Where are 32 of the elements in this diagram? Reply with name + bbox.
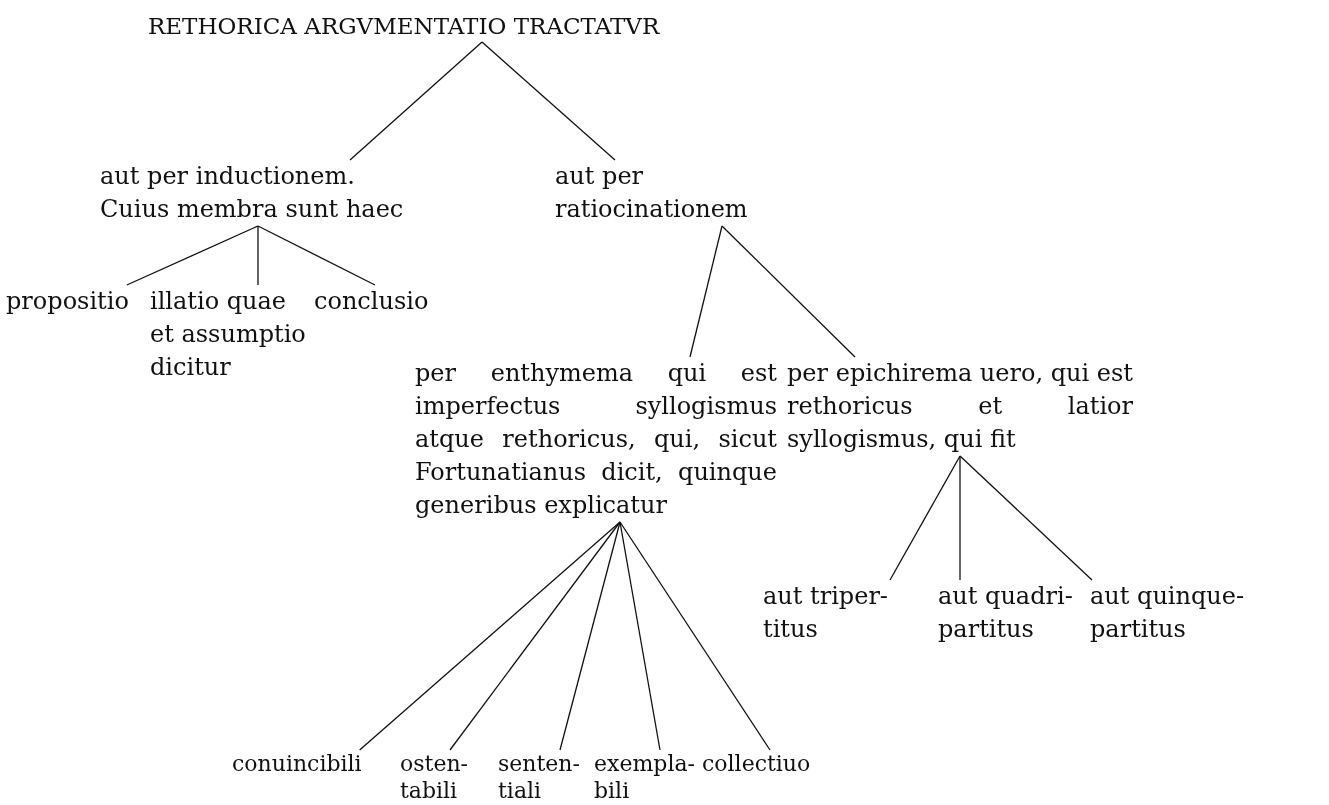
connector-line [959, 455, 1093, 581]
node-text: exempla- bili [594, 750, 694, 804]
connector-line [959, 455, 961, 581]
node-text: aut per inductionem. [100, 161, 356, 192]
node-text: senten- tiali [498, 750, 581, 804]
node-text: aut per ratiocinationem [555, 161, 749, 225]
node-text: illatio quae et assumptio dicitur [150, 286, 307, 383]
connector-line [449, 521, 621, 751]
connector-line [126, 225, 259, 286]
node-text: per epichirema uero, qui est rethoricus et latior syllogismus, qui fit [787, 358, 1133, 455]
connector-line [359, 521, 621, 751]
connector-line [619, 521, 771, 751]
node-text: RETHORICA ARGVMENTATIO TRACTATVR [148, 12, 660, 41]
connector-line [257, 225, 376, 286]
node-text: per enthymema qui est imperfectus syllogismus atque rethoricus, qui, sicut Fortunatianus dicit, quinque generibus explicatur [415, 358, 777, 521]
node-text: propositio [6, 286, 129, 317]
node-text: aut quinque- partitus [1090, 581, 1246, 645]
node-text: Cuius membra sunt haec [100, 194, 404, 225]
node-text: conuincibili [232, 750, 362, 777]
node-text: osten- tabili [400, 750, 469, 804]
node-text: conclusio [314, 286, 429, 317]
connector-line [721, 225, 856, 358]
connector-line [349, 41, 483, 161]
connector-line [689, 225, 723, 358]
connector-line [889, 455, 961, 581]
connector-line [559, 521, 621, 751]
node-text: aut triper- titus [763, 581, 889, 645]
connector-line [619, 521, 661, 751]
connector-line [481, 41, 616, 161]
connector-line [257, 225, 259, 286]
node-text: aut quadri- partitus [938, 581, 1074, 645]
node-text: collectiuo [702, 750, 811, 777]
